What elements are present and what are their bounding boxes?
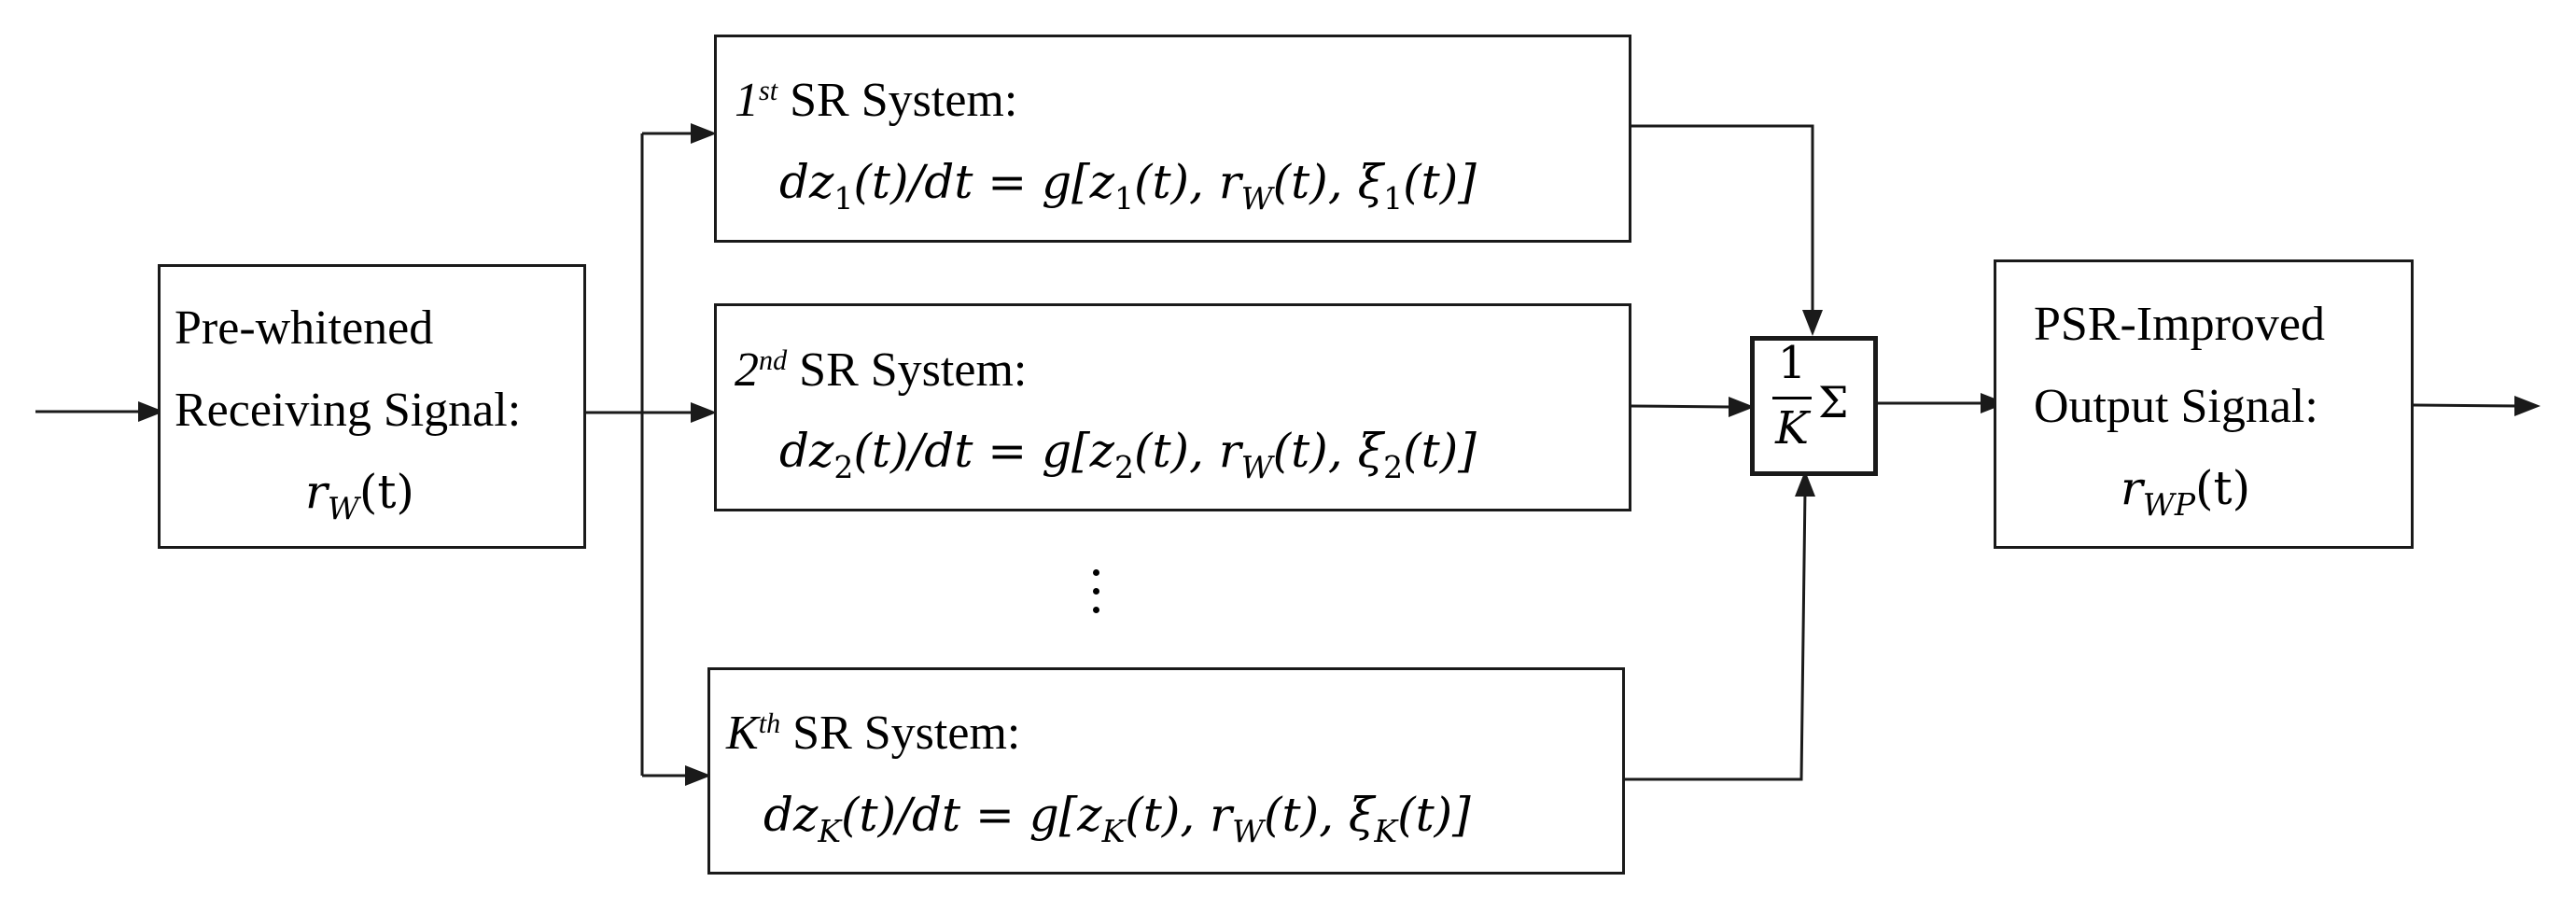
output-block-line2: Output Signal: <box>2034 380 2318 433</box>
sum-line-k <box>1623 489 1807 781</box>
summer-fraction-bar <box>1772 397 1812 399</box>
arrowhead-branch-k <box>685 765 711 786</box>
arrowhead-sum-k <box>1795 470 1815 497</box>
sr-system-2 <box>714 303 1631 511</box>
output-block-line1: PSR-Improved <box>2034 298 2325 351</box>
input-block-line2: Receiving Signal: <box>175 384 522 437</box>
arrowhead-branch-1 <box>691 123 717 144</box>
summer-denominator: K <box>1775 402 1809 455</box>
output-line <box>2413 403 2521 408</box>
sr-system-2-equation: dz2(t)/dt = g[z2(t), rW(t), ξ2(t)] <box>779 424 1477 485</box>
sr-system-k <box>707 667 1625 875</box>
sr-system-k-title: Kth SR System: <box>726 707 1021 760</box>
sr-system-1-equation: dz1(t)/dt = g[z1(t), rW(t), ξ1(t)] <box>779 155 1477 217</box>
output-signal-symbol: rWP(t) <box>2121 461 2251 523</box>
sum-line-2 <box>1629 404 1730 409</box>
sr-system-k-equation: dzK(t)/dt = g[zK(t), rW(t), ξK(t)] <box>763 788 1471 849</box>
sum-line-1 <box>1630 124 1814 313</box>
arrowhead-sum-1 <box>1802 310 1823 336</box>
output-block <box>1994 259 2414 549</box>
arrowhead-input <box>138 401 164 422</box>
arrowhead-sum-2 <box>1729 397 1755 417</box>
arrowhead-branch-2 <box>691 402 717 423</box>
sr-system-1 <box>714 35 1631 243</box>
summer-sigma: Σ <box>1818 377 1849 427</box>
arrowhead-output <box>2514 396 2541 416</box>
input-block-line1: Pre-whitened <box>175 301 434 355</box>
summer-numerator: 1 <box>1777 337 1807 389</box>
averaging-summer <box>1750 336 1878 476</box>
input-block <box>158 264 586 549</box>
vertical-ellipsis <box>1093 569 1100 616</box>
sr-system-1-title: 1st SR System: <box>735 74 1018 127</box>
sr-system-2-title: 2nd SR System: <box>735 343 1028 397</box>
summer-fraction: 1 K <box>1772 341 1812 471</box>
input-signal-symbol: rW(t) <box>305 465 414 526</box>
